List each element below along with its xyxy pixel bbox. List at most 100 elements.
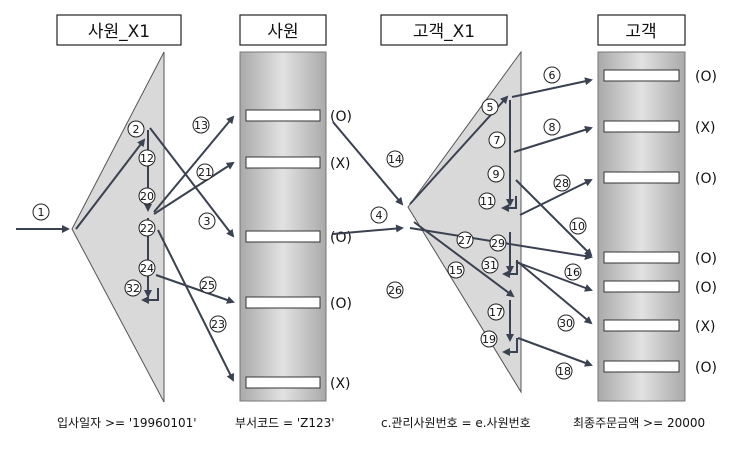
cust-arrows bbox=[409, 77, 593, 367]
step-number: 13 bbox=[194, 119, 208, 132]
arrow bbox=[141, 288, 159, 304]
arrow bbox=[519, 179, 593, 216]
step-number: 31 bbox=[483, 259, 497, 272]
step-circle: 11 bbox=[478, 192, 496, 210]
step-number: 18 bbox=[557, 365, 571, 378]
arrow bbox=[153, 115, 235, 213]
step-circle: 1 bbox=[32, 203, 50, 221]
arrow bbox=[515, 179, 593, 257]
cust-status-label: (X) bbox=[695, 319, 716, 335]
step-circle: 12 bbox=[138, 149, 156, 167]
arrow bbox=[502, 260, 518, 278]
step-circle: 32 bbox=[124, 279, 142, 297]
emp-row bbox=[245, 156, 321, 169]
step-number: 2 bbox=[133, 123, 140, 136]
cust-row bbox=[603, 319, 680, 332]
cust-status-label: (X) bbox=[695, 120, 716, 136]
step-number: 4 bbox=[376, 209, 383, 222]
step-number: 21 bbox=[198, 166, 212, 179]
step-circle: 5 bbox=[481, 98, 499, 116]
step-number: 20 bbox=[140, 190, 154, 203]
arrow bbox=[517, 337, 593, 367]
emp-table-body bbox=[239, 51, 327, 402]
emp-row bbox=[245, 230, 321, 243]
arrow bbox=[157, 229, 234, 382]
arrow bbox=[513, 125, 593, 153]
step-number: 7 bbox=[494, 134, 501, 147]
step-number: 15 bbox=[449, 264, 463, 277]
cust-row bbox=[603, 69, 680, 82]
cust-index-title: 고객_X1 bbox=[380, 14, 508, 46]
step-circle: 4 bbox=[370, 206, 388, 224]
emp-index-title-text: 사원_X1 bbox=[88, 22, 150, 42]
cust-row bbox=[603, 120, 680, 133]
cust-row bbox=[603, 171, 680, 184]
step-circle: 9 bbox=[487, 165, 505, 183]
emp-status-label: (O) bbox=[330, 296, 352, 312]
emp-table-title: 사원 bbox=[239, 14, 327, 46]
step-number: 14 bbox=[388, 153, 402, 166]
step-circle: 15 bbox=[447, 261, 465, 279]
emp-row bbox=[245, 296, 321, 309]
step-circle: 10 bbox=[569, 217, 587, 235]
cust-status-label: (O) bbox=[695, 280, 717, 296]
step-circle: 28 bbox=[553, 174, 571, 192]
step-circle: 31 bbox=[481, 256, 499, 274]
step-number: 28 bbox=[555, 177, 569, 190]
arrow bbox=[413, 221, 515, 298]
step-circle: 26 bbox=[386, 281, 404, 299]
arrow bbox=[155, 274, 235, 304]
step-number: 6 bbox=[549, 69, 556, 82]
condition-dept-code: 부서코드 = 'Z123' bbox=[235, 416, 335, 430]
step-number: 5 bbox=[487, 101, 494, 114]
step-number: 26 bbox=[388, 284, 402, 297]
condition-hire-date: 입사일자 >= '19960101' bbox=[57, 416, 197, 430]
cust-status-label: (O) bbox=[695, 69, 717, 85]
step-number: 12 bbox=[140, 152, 154, 165]
step-circle: 13 bbox=[192, 116, 210, 134]
cust-status-label: (O) bbox=[695, 360, 717, 376]
emp-status-label: (X) bbox=[330, 376, 351, 392]
emp-row bbox=[245, 109, 321, 122]
step-circle: 3 bbox=[198, 212, 216, 230]
step-number: 1 bbox=[38, 206, 45, 219]
arrow bbox=[332, 224, 404, 235]
cust-index-triangle bbox=[407, 50, 522, 394]
step-number: 10 bbox=[571, 220, 585, 233]
condition-order-amount: 최종주문금액 >= 20000 bbox=[573, 416, 705, 430]
step-number: 9 bbox=[493, 168, 500, 181]
step-number: 3 bbox=[204, 215, 211, 228]
arrow bbox=[153, 161, 235, 215]
step-number: 19 bbox=[482, 333, 496, 346]
step-circle: 7 bbox=[488, 131, 506, 149]
step-circle: 29 bbox=[489, 234, 507, 252]
step-circle: 6 bbox=[543, 66, 561, 84]
step-circle: 30 bbox=[557, 314, 575, 332]
cust-table-title-text: 고객 bbox=[625, 22, 656, 42]
arrow bbox=[517, 261, 593, 325]
emp-arrows bbox=[16, 115, 235, 382]
emp-status-label: (O) bbox=[330, 109, 352, 125]
emp-table-title-text: 사원 bbox=[267, 22, 298, 42]
step-circle: 23 bbox=[209, 315, 227, 333]
cust-row bbox=[603, 251, 680, 264]
arrow bbox=[149, 127, 235, 238]
step-circle: 27 bbox=[456, 231, 474, 249]
step-circle: 25 bbox=[199, 276, 217, 294]
step-number: 8 bbox=[549, 121, 556, 134]
step-number: 27 bbox=[458, 234, 472, 247]
cust-row bbox=[603, 280, 680, 293]
step-number: 32 bbox=[126, 282, 140, 295]
cust-status-label: (O) bbox=[695, 251, 717, 267]
arrow bbox=[511, 77, 593, 98]
step-circle: 2 bbox=[127, 120, 145, 138]
step-circle: 19 bbox=[480, 330, 498, 348]
step-circle: 22 bbox=[138, 219, 156, 237]
mid-arrows bbox=[332, 121, 404, 235]
step-circle: 20 bbox=[138, 187, 156, 205]
step-number: 11 bbox=[480, 195, 494, 208]
cust-table-title: 고객 bbox=[597, 14, 686, 46]
arrow bbox=[502, 338, 518, 356]
